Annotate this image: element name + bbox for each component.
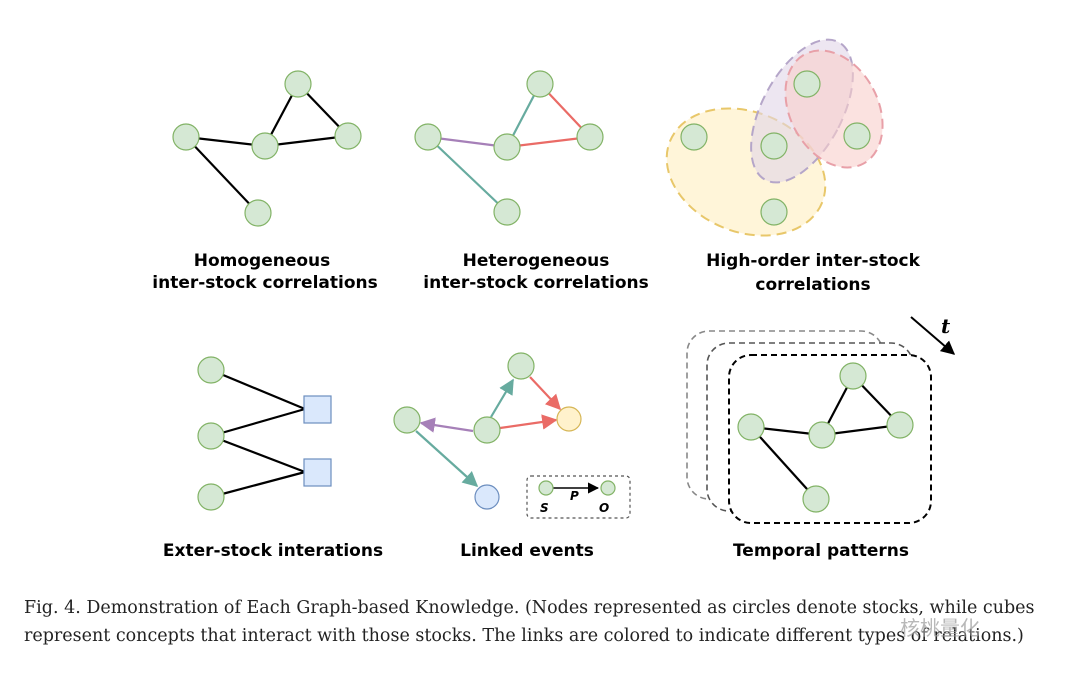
stock-node bbox=[808, 421, 836, 449]
legend-object-node bbox=[600, 480, 616, 496]
panel-heterogeneous: Heterogeneous inter-stock correlations bbox=[414, 70, 649, 293]
stock-node bbox=[334, 122, 362, 150]
link bbox=[210, 434, 306, 474]
stock-node bbox=[802, 485, 830, 513]
stock-node bbox=[393, 406, 421, 434]
link-red bbox=[499, 414, 558, 430]
stock-node bbox=[843, 122, 871, 150]
time-arrow bbox=[910, 316, 956, 355]
panel-high-order: High-order inter-stock correlations bbox=[665, 38, 921, 295]
stock-node bbox=[760, 132, 788, 160]
link-teal bbox=[490, 378, 514, 418]
figure-diagram: Homogeneous inter-stock correlations Het… bbox=[152, 38, 956, 561]
concept-cube bbox=[303, 458, 332, 487]
panel-title: High-order inter-stock bbox=[706, 251, 920, 271]
stock-node bbox=[886, 411, 914, 439]
panel-title: inter-stock correlations bbox=[152, 273, 377, 293]
stock-node bbox=[680, 123, 708, 151]
legend-object-label: O bbox=[599, 501, 609, 515]
panel-title: Linked events bbox=[460, 541, 594, 561]
stock-node bbox=[473, 416, 501, 444]
link bbox=[210, 368, 306, 411]
stock-node bbox=[197, 483, 225, 511]
stock-node bbox=[493, 198, 521, 226]
legend-subject-node bbox=[538, 480, 554, 496]
panel-homogeneous: Homogeneous inter-stock correlations bbox=[152, 70, 378, 293]
link bbox=[210, 407, 306, 438]
panel-linked-events: S P O Linked events bbox=[393, 352, 631, 561]
stock-node bbox=[197, 356, 225, 384]
link bbox=[264, 134, 349, 148]
link-red bbox=[506, 135, 591, 149]
time-label: t bbox=[941, 314, 951, 338]
stock-node bbox=[507, 352, 535, 380]
link bbox=[750, 426, 817, 500]
panel-title: Temporal patterns bbox=[733, 541, 909, 561]
stock-node bbox=[576, 123, 604, 151]
stock-node bbox=[244, 199, 272, 227]
panel-temporal: t Temporal patterns bbox=[686, 314, 956, 561]
link-purple bbox=[419, 417, 474, 433]
concept-cube bbox=[303, 395, 332, 424]
stock-node bbox=[793, 70, 821, 98]
stock-node bbox=[284, 70, 312, 98]
link-teal bbox=[415, 430, 479, 488]
stock-node bbox=[737, 413, 765, 441]
stock-node bbox=[172, 123, 200, 151]
stock-node bbox=[251, 132, 279, 160]
stock-node bbox=[493, 133, 521, 161]
panel-title: correlations bbox=[755, 275, 870, 295]
stock-node bbox=[526, 70, 554, 98]
legend-predicate-label: P bbox=[570, 489, 579, 503]
stock-node bbox=[760, 198, 788, 226]
stock-node bbox=[839, 362, 867, 390]
panel-title: inter-stock correlations bbox=[423, 273, 648, 293]
panel-title: Exter-stock interations bbox=[163, 541, 383, 561]
watermark: 核桃量化 bbox=[900, 616, 980, 640]
link-teal bbox=[427, 136, 508, 213]
legend-subject-label: S bbox=[540, 501, 549, 515]
panel-title: Homogeneous bbox=[194, 251, 331, 271]
panel-exter-stock: Exter-stock interations bbox=[163, 356, 383, 561]
link bbox=[210, 470, 306, 499]
panel-title: Heterogeneous bbox=[463, 251, 610, 271]
stock-node bbox=[197, 422, 225, 450]
event-node bbox=[556, 406, 582, 432]
stock-node bbox=[414, 123, 442, 151]
link-red bbox=[529, 376, 562, 411]
figure-caption: Fig. 4. Demonstration of Each Graph-base… bbox=[24, 598, 1035, 646]
link bbox=[185, 136, 259, 214]
concept-node bbox=[474, 484, 500, 510]
